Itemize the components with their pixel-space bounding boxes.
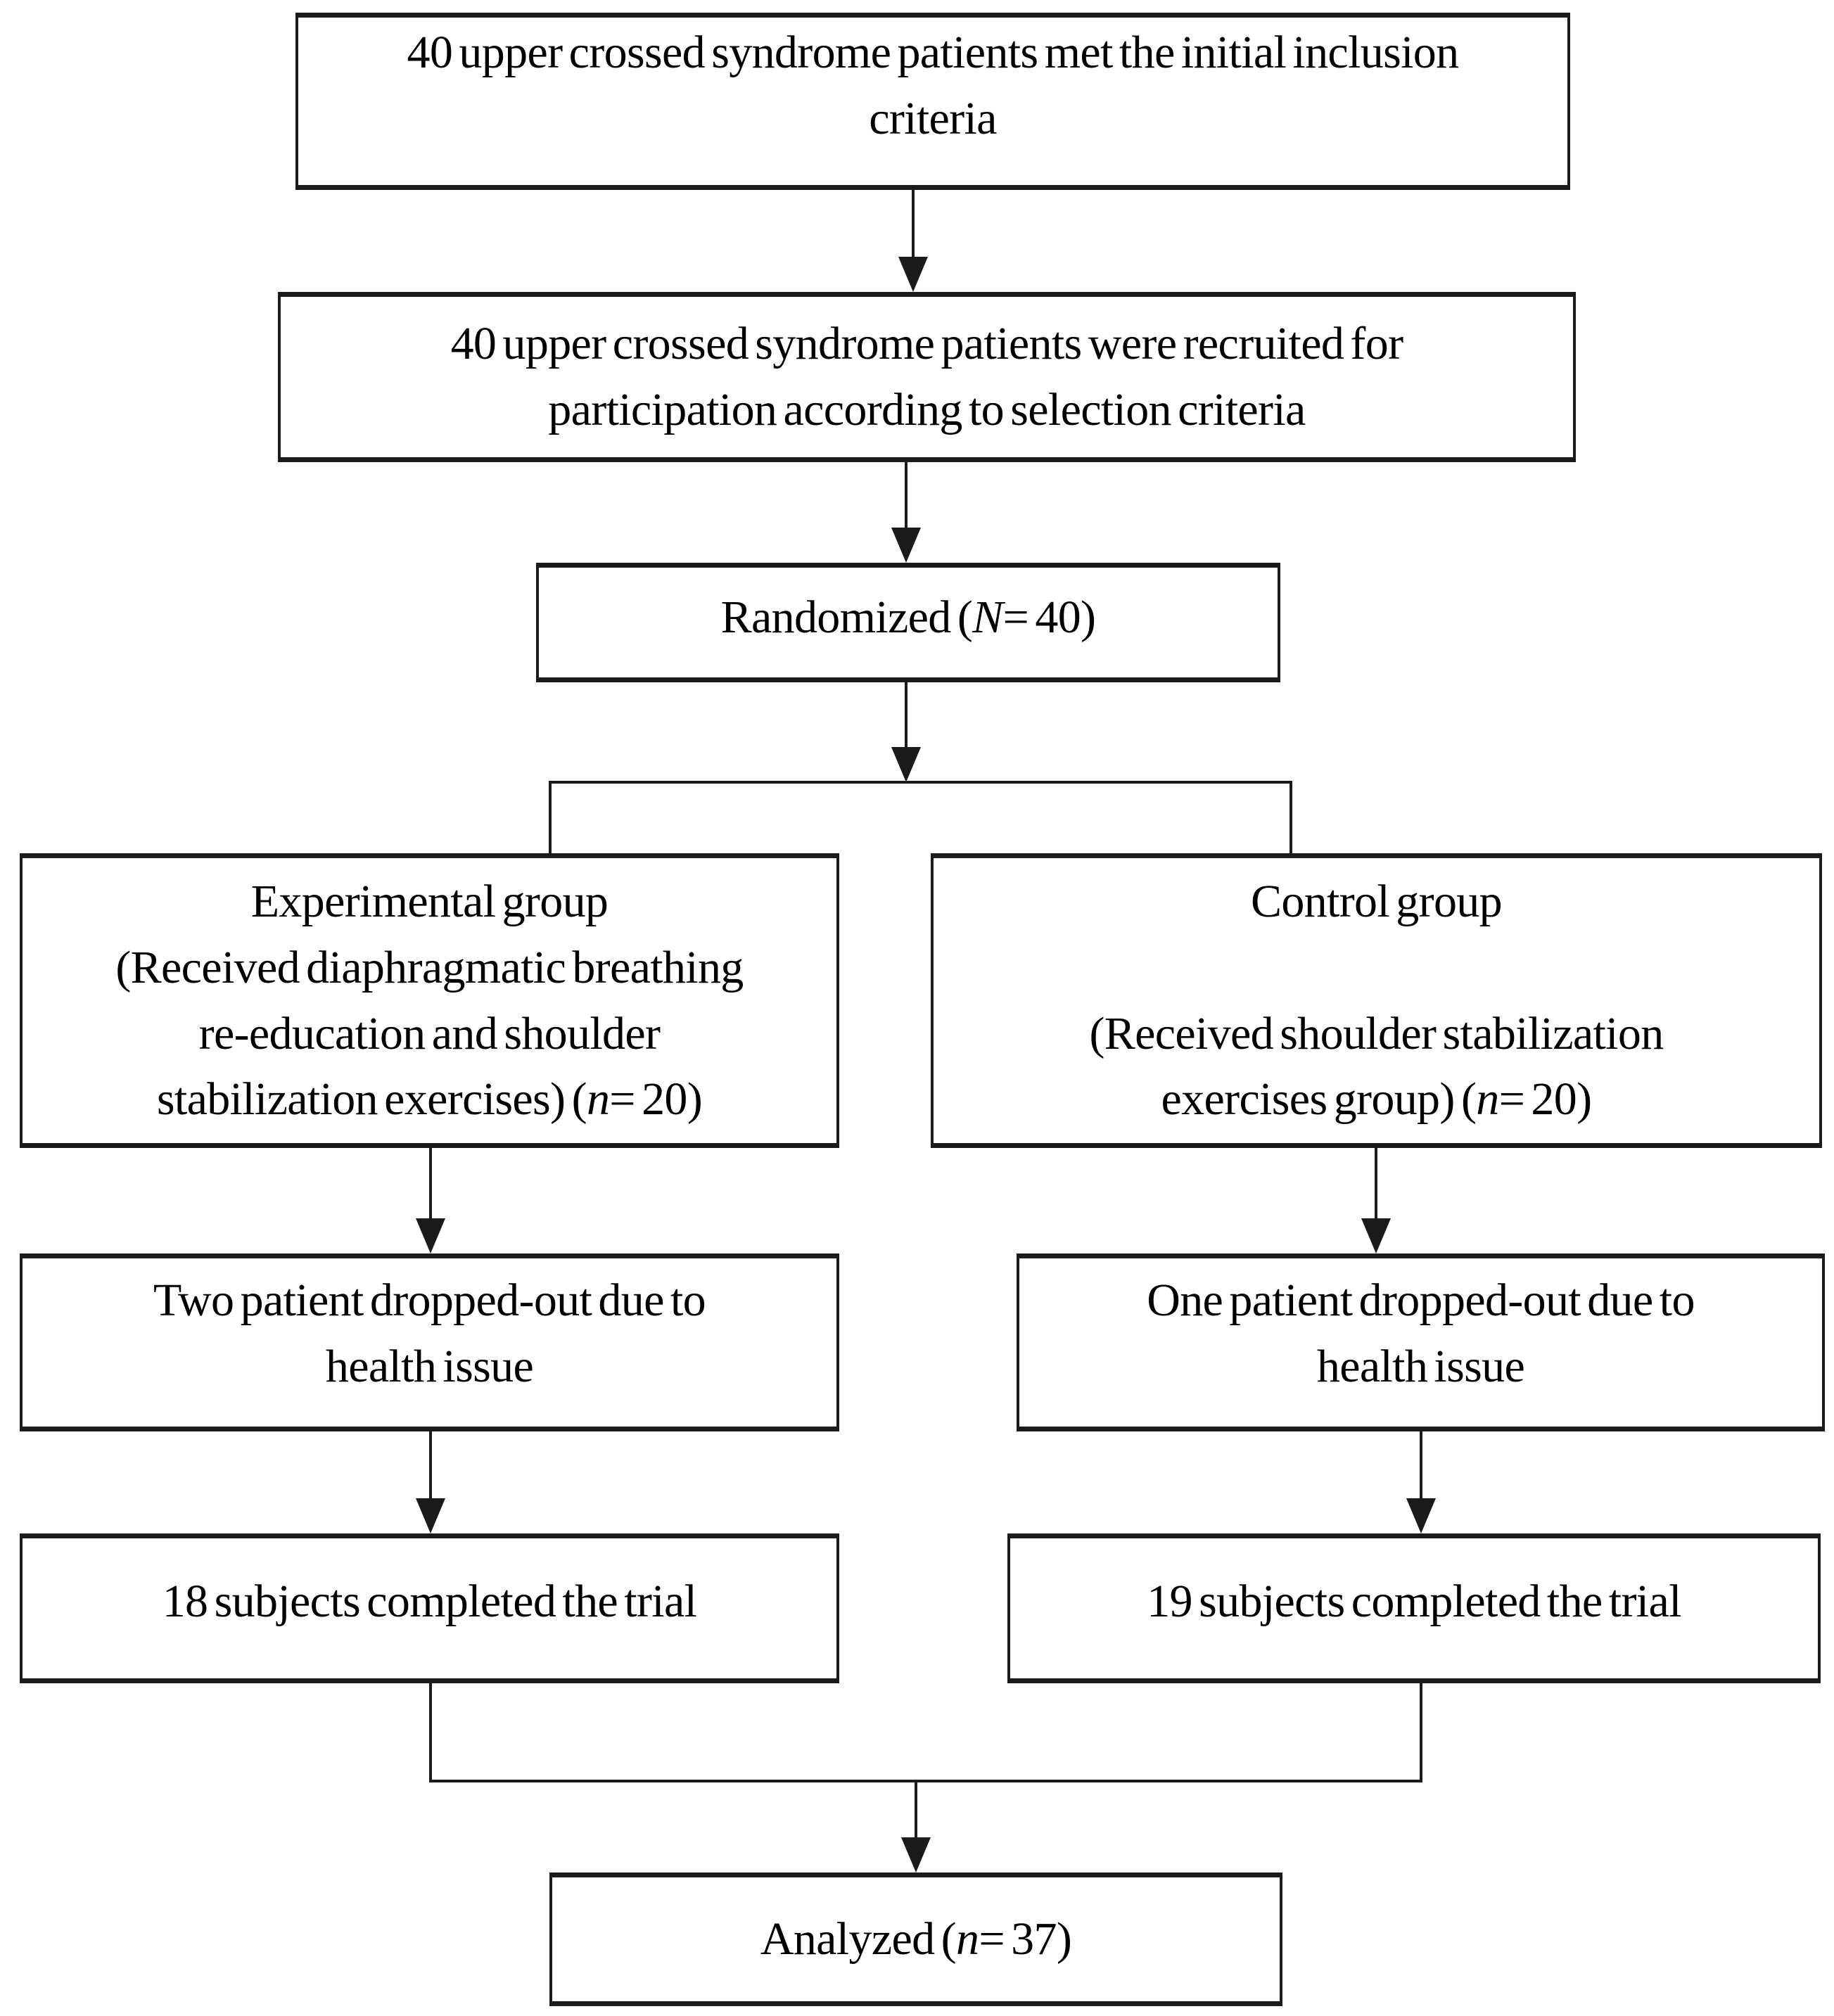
connector-split-to-control [1289, 781, 1292, 853]
connector-merge-bar [429, 1780, 1422, 1782]
connector-inclusion-to-recruited [912, 190, 915, 259]
connector-exp-completed-to-merge [429, 1683, 432, 1782]
flow-node-analyzed-label: Analyzed (n= 37) [760, 1913, 1072, 1965]
flow-node-control-completed: 19 subjects completed the trial [1007, 1533, 1821, 1683]
arrowhead-down-icon [1361, 1218, 1391, 1253]
flow-node-inclusion: 40 upper crossed syndrome patients met t… [295, 13, 1570, 190]
flow-node-control-group: Control group(Received shoulder stabiliz… [931, 853, 1822, 1148]
flow-node-randomized: Randomized (N= 40) [536, 563, 1280, 682]
connector-merge-to-analyzed [915, 1782, 917, 1839]
arrowhead-down-icon [416, 1218, 445, 1253]
arrowhead-down-icon [416, 1498, 445, 1533]
connector-split-to-experimental [549, 781, 552, 853]
flow-node-control-group-label: Control group(Received shoulder stabiliz… [1089, 876, 1664, 1125]
flow-node-randomized-label: Randomized (N= 40) [720, 591, 1096, 643]
connector-randomized-to-split [905, 682, 908, 747]
flow-node-experimental-completed-label: 18 subjects completed the trial [162, 1575, 697, 1627]
flow-node-experimental-group: Experimental group(Received diaphragmati… [20, 853, 839, 1148]
arrowhead-down-icon [898, 257, 928, 292]
connector-exp-dropout-to-completed [429, 1431, 432, 1498]
arrowhead-down-icon [1406, 1498, 1436, 1533]
connector-control-to-dropout [1375, 1148, 1377, 1218]
connector-ctrl-completed-to-merge [1420, 1683, 1422, 1782]
flow-node-inclusion-label: 40 upper crossed syndrome patients met t… [407, 26, 1460, 144]
arrowhead-down-icon [891, 747, 921, 782]
connector-recruited-to-randomized [905, 462, 908, 529]
flow-node-recruited: 40 upper crossed syndrome patients were … [278, 292, 1576, 462]
connector-split-bar [549, 781, 1292, 784]
arrowhead-down-icon [891, 528, 921, 563]
flow-node-experimental-group-label: Experimental group(Received diaphragmati… [115, 876, 744, 1125]
arrowhead-down-icon [901, 1837, 931, 1873]
flow-node-experimental-completed: 18 subjects completed the trial [20, 1533, 839, 1683]
flow-node-analyzed: Analyzed (n= 37) [549, 1873, 1282, 2006]
flow-node-control-completed-label: 19 subjects completed the trial [1147, 1575, 1681, 1627]
flow-node-recruited-label: 40 upper crossed syndrome patients were … [450, 318, 1403, 435]
connector-experimental-to-dropout [429, 1148, 432, 1218]
connector-ctrl-dropout-to-completed [1420, 1431, 1422, 1498]
